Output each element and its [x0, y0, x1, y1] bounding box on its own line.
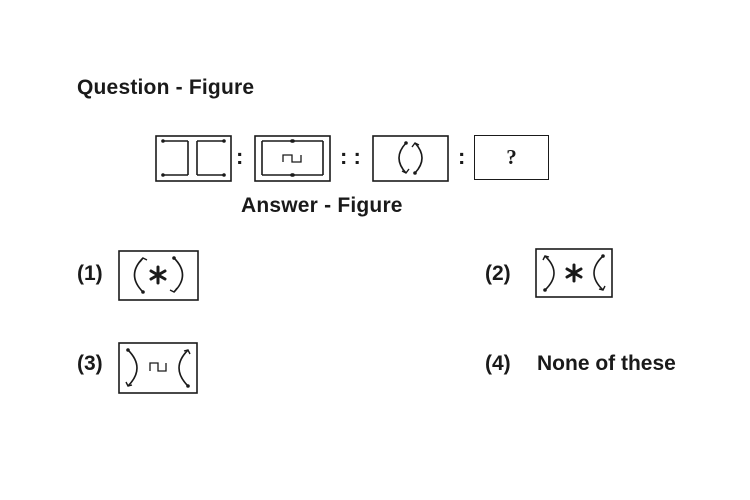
analogy-separator: : :: [340, 144, 361, 169]
option-1-figure[interactable]: [118, 250, 199, 301]
option-3-figure[interactable]: [118, 342, 198, 394]
ratio-separator-2: :: [458, 144, 466, 169]
ratio-separator-1: :: [236, 144, 244, 169]
option-4-text[interactable]: None of these: [537, 352, 676, 375]
question-figure-2: [254, 135, 331, 182]
question-figure-3: [372, 135, 449, 182]
question-mark: ?: [506, 145, 517, 169]
option-1-number[interactable]: (1): [77, 262, 103, 285]
option-2-figure[interactable]: [535, 248, 613, 298]
question-figure-1: [155, 135, 232, 182]
option-4-number[interactable]: (4): [485, 352, 511, 375]
question-heading: Question - Figure: [77, 76, 255, 99]
answer-heading: Answer - Figure: [241, 194, 403, 217]
option-3-number[interactable]: (3): [77, 352, 103, 375]
option-2-number[interactable]: (2): [485, 262, 511, 285]
question-figure-unknown: ?: [474, 135, 549, 180]
